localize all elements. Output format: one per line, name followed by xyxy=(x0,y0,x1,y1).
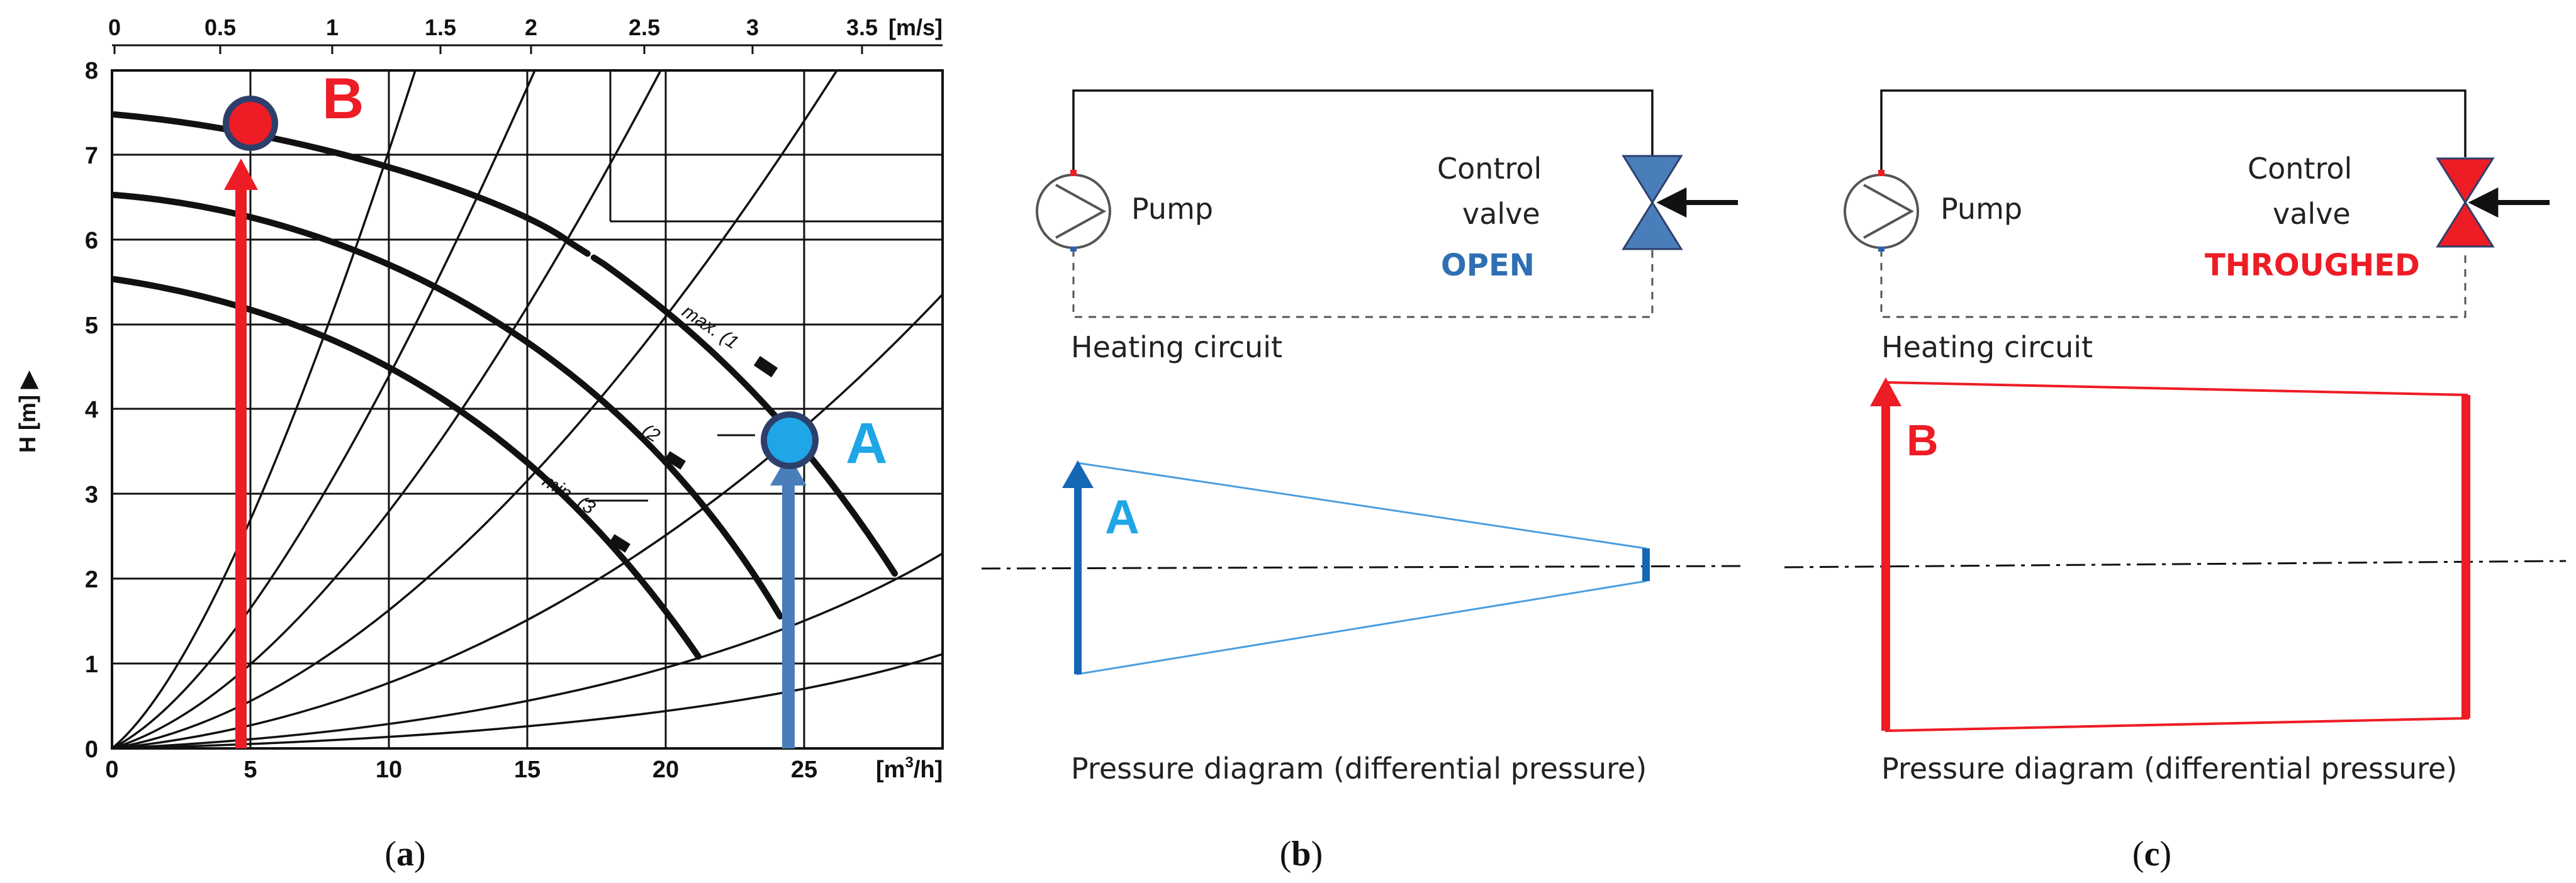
pressure-left-edge xyxy=(1074,484,1082,674)
pressure-label-c: Pressure diagram (differential pressure) xyxy=(1881,752,2457,786)
valve-label-b-2: valve xyxy=(1462,197,1540,231)
x-tick-15: 15 xyxy=(514,757,540,783)
x-tick-5: 5 xyxy=(244,757,257,783)
y-tick-1: 1 xyxy=(85,652,98,678)
pump-label-c: Pump xyxy=(1940,192,2022,226)
panel-a-chart: max. (1 (2 min. (3 B xyxy=(14,14,944,874)
curve-glyph-1 xyxy=(753,356,778,377)
arrow-a-vertical xyxy=(770,454,807,748)
pressure-point-a: A xyxy=(1105,491,1140,544)
y-tick-8: 8 xyxy=(85,58,98,84)
pressure-rectangle xyxy=(1883,380,2470,733)
pump-label-b: Pump xyxy=(1131,192,1213,226)
y-tick-0: 0 xyxy=(85,736,98,763)
chart-frame xyxy=(111,69,944,750)
circuit-label-b: Heating circuit xyxy=(1071,330,1282,364)
reference-line-b xyxy=(981,565,1744,570)
pump-icon-c xyxy=(1844,170,1919,252)
point-b-label: B xyxy=(322,67,364,131)
top-tick-0: 0 xyxy=(108,14,121,40)
point-b xyxy=(223,96,278,151)
reference-line-c xyxy=(1784,560,2567,569)
pump-curve-max xyxy=(111,111,573,245)
circuit-label-c: Heating circuit xyxy=(1881,330,2093,364)
top-axis-ticks: 0 0.5 1 1.5 2 2.5 3 3.5 xyxy=(108,14,878,40)
circuit-return-c xyxy=(1880,249,2467,318)
top-tick-2: 2 xyxy=(525,14,537,40)
valve-label-c-1: Control xyxy=(2248,152,2352,186)
y-tick-4: 4 xyxy=(85,397,98,423)
pump-curve-max-lower xyxy=(601,261,898,577)
y-axis-ticks: 0 1 2 3 4 5 6 7 8 xyxy=(85,58,98,763)
caption-b: (b) xyxy=(1280,835,1323,874)
y-tick-7: 7 xyxy=(85,143,98,169)
pressure-right-edge-c xyxy=(2461,395,2470,718)
x-tick-0: 0 xyxy=(105,757,118,783)
y-tick-6: 6 xyxy=(85,228,98,254)
valve-label-b-1: Control xyxy=(1437,152,1542,186)
caption-a: (a) xyxy=(384,835,425,874)
pump-curve-max-dashed xyxy=(566,239,607,267)
top-tick-3_5: 3.5 xyxy=(846,14,878,40)
valve-state-throughed: THROUGHED xyxy=(2205,248,2420,283)
top-tick-3: 3 xyxy=(746,14,759,40)
pump-icon xyxy=(1036,170,1111,252)
y-axis-label: H [m] ▶ xyxy=(14,370,40,453)
curve-glyph-2 xyxy=(664,451,686,470)
pressure-left-edge-c xyxy=(1881,403,1890,731)
x-tick-20: 20 xyxy=(652,757,679,783)
circuit-return-b xyxy=(1072,249,1654,318)
curve-label-2: (2 xyxy=(638,420,663,447)
pump-curve-2 xyxy=(111,192,783,619)
pressure-arrow-head-a xyxy=(1062,460,1094,488)
pressure-point-b: B xyxy=(1907,416,1939,465)
x-tick-25: 25 xyxy=(791,757,817,783)
control-valve-open-icon xyxy=(1621,155,1683,250)
valve-label-c-2: valve xyxy=(2273,197,2351,231)
top-tick-1: 1 xyxy=(326,14,339,40)
curve-glyph-3 xyxy=(609,534,630,553)
top-tick-2_5: 2.5 xyxy=(629,14,660,40)
x-tick-10: 10 xyxy=(376,757,402,783)
y-tick-2: 2 xyxy=(85,567,98,593)
point-a xyxy=(761,411,819,469)
x-axis-unit: [m3/h] xyxy=(876,754,943,783)
pump-curve-3 xyxy=(111,276,702,660)
control-valve-throughed-icon xyxy=(2436,157,2495,248)
circuit-top-c xyxy=(1880,89,2467,170)
y-tick-3: 3 xyxy=(85,482,98,508)
x-axis-ticks: 0 5 10 15 20 25 xyxy=(105,757,817,783)
pressure-arrow-head-b xyxy=(1870,377,1901,406)
valve-state-open: OPEN xyxy=(1441,248,1535,283)
pressure-right-edge xyxy=(1642,548,1650,581)
arrow-b-vertical xyxy=(224,158,258,748)
point-a-label: A xyxy=(846,411,887,475)
pump-curves xyxy=(111,111,898,660)
panel-c-diagram: Pump Control valve THROUGHED Heating cir… xyxy=(1784,89,2567,874)
top-axis-unit: [m/s] xyxy=(888,14,943,40)
pressure-label-b: Pressure diagram (differential pressure) xyxy=(1071,752,1647,786)
circuit-top-b xyxy=(1072,89,1654,170)
y-tick-5: 5 xyxy=(85,313,98,339)
panel-b-diagram: Pump Control valve OPEN Heating circuit … xyxy=(981,89,1744,874)
caption-c: (c) xyxy=(2132,835,2171,874)
top-tick-1_5: 1.5 xyxy=(425,14,456,40)
top-tick-0_5: 0.5 xyxy=(204,14,236,40)
